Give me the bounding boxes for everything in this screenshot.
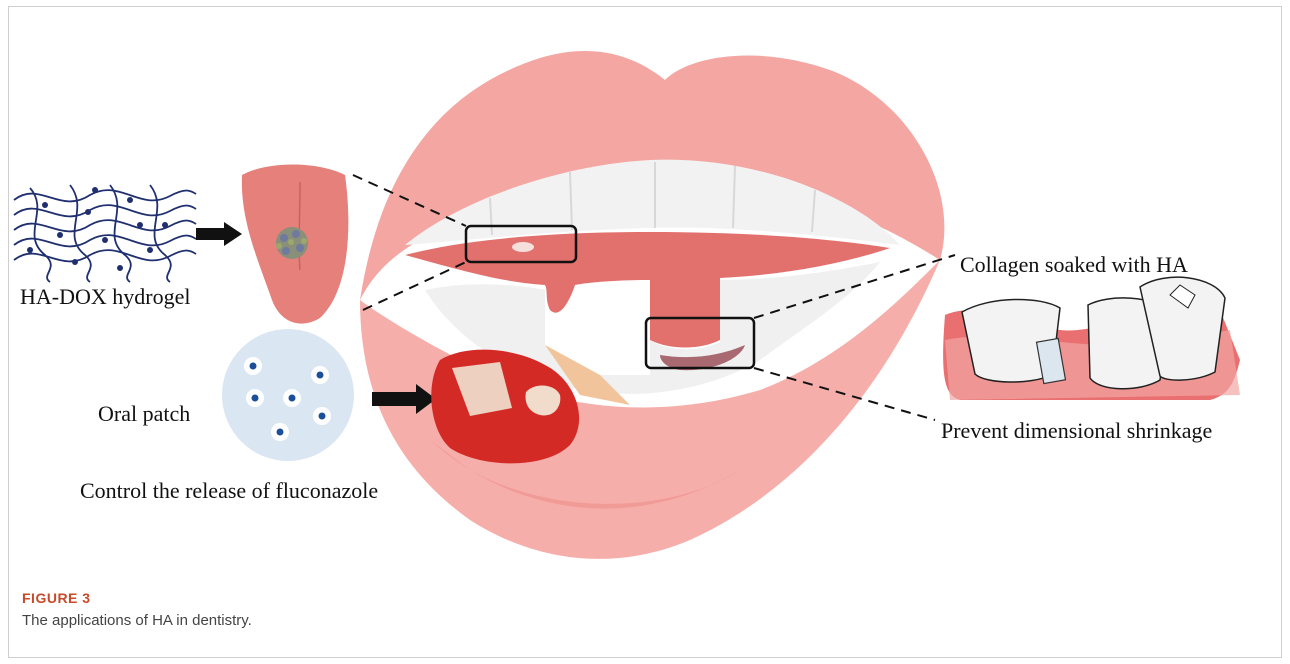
oral-patch-icon	[222, 329, 354, 461]
upper-lesion	[512, 242, 534, 252]
tongue-icon	[242, 164, 349, 323]
fluconazole-label: Control the release of fluconazole	[80, 478, 378, 503]
teeth-with-collagen-icon	[943, 277, 1240, 400]
hydrogel-label: HA-DOX hydrogel	[20, 284, 190, 309]
collagen-label: Collagen soaked with HA	[960, 252, 1188, 277]
figure-caption: The applications of HA in dentistry.	[22, 612, 252, 629]
figure-label: FIGURE 3	[22, 590, 91, 606]
mouth-illustration	[360, 51, 944, 559]
shrinkage-label: Prevent dimensional shrinkage	[941, 418, 1212, 443]
hydrogel-network-icon	[14, 185, 196, 282]
oral-patch-label: Oral patch	[98, 401, 190, 426]
arrow-right-icon	[196, 222, 242, 246]
